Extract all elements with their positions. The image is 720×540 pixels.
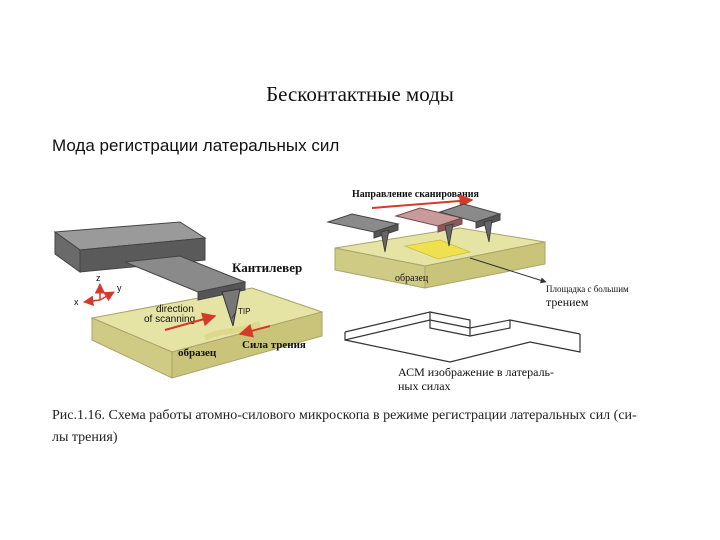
high-friction-strip xyxy=(403,239,472,260)
axes-icon xyxy=(82,282,115,307)
high-friction-pointer-icon xyxy=(469,257,547,284)
tip-label: TIP xyxy=(238,307,250,316)
slide-title: Бесконтактные моды xyxy=(266,82,454,106)
high-friction-label-line2: трением xyxy=(546,295,589,309)
left-cantilever xyxy=(53,221,247,327)
high-friction-label-line1: Площадка с большим xyxy=(546,284,629,294)
afm-image-label-line2: ных силах xyxy=(398,379,451,393)
afm-image-wireframe xyxy=(344,311,581,363)
friction-force-arrow-icon xyxy=(238,323,271,338)
right-sample-block xyxy=(334,227,546,289)
figure-heading: Мода регистрации латеральных сил xyxy=(52,136,340,155)
direction-label-line2: of scanning xyxy=(144,314,195,325)
sample-right-label: образец xyxy=(395,273,429,284)
figure-caption: Рис.1.16. Схема работы атомно-силового м… xyxy=(52,405,692,449)
direction-label-line1: direction xyxy=(156,304,194,315)
left-tip-icon xyxy=(221,288,241,327)
scan-direction-label: Направление сканирования xyxy=(352,189,480,200)
friction-force-label: Сила трения xyxy=(242,339,306,351)
left-sample-block xyxy=(90,287,324,379)
cantilever-label: Кантилевер xyxy=(232,260,302,275)
scan-direction-top-arrow-icon xyxy=(371,194,474,209)
scan-direction-arrow-icon xyxy=(164,312,217,331)
caption-line1: Рис.1.16. Схема работы атомно-силового м… xyxy=(52,408,637,423)
afm-image-label-line1: АСМ изображение в латераль- xyxy=(398,365,554,379)
axis-y-label: y xyxy=(117,283,122,293)
caption-line2: лы трения) xyxy=(52,430,118,445)
axis-x-label: x xyxy=(74,297,79,307)
axis-z-label: z xyxy=(96,273,101,283)
right-cantilevers xyxy=(326,203,502,253)
sample-left-label: образец xyxy=(178,347,217,359)
